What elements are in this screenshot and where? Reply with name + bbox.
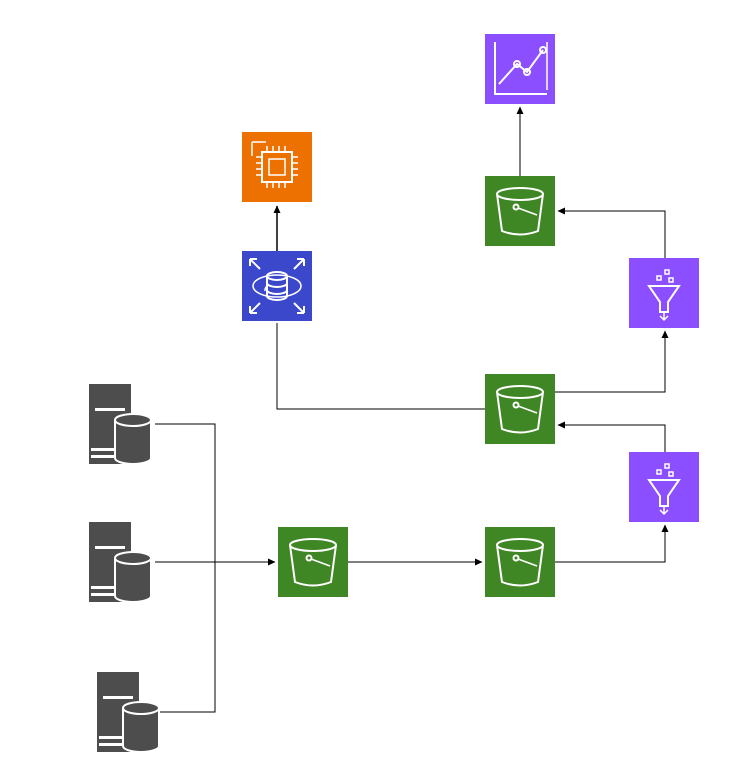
s3-ingest[interactable] [278,527,348,597]
s3-bucket-icon [496,385,544,434]
glue-funnel-icon [647,463,681,516]
ec2[interactable] [242,132,312,202]
edge-server-1-to-s3-ingest [155,423,216,562]
database-server-icon [89,384,152,465]
server-2[interactable] [89,522,152,603]
s3-bucket-icon [289,538,337,587]
ec2-background [242,132,312,202]
s3-raw[interactable] [485,527,555,597]
glue-1[interactable] [629,452,699,522]
database-server-icon [97,672,160,753]
edge-server-3-to-s3-ingest [160,562,216,713]
glue-2[interactable] [629,258,699,328]
database-server-icon [89,522,152,603]
connections [155,106,669,713]
s3-processed[interactable] [485,374,555,444]
s3-bucket-icon [496,187,544,236]
edge-glue-2-to-s3-curated [557,207,666,258]
server-1[interactable] [89,384,152,465]
s3-bucket-icon [496,538,544,587]
quicksight-chart-icon [494,42,548,95]
rds[interactable] [242,251,312,321]
edge-s3-raw-to-glue-1 [555,524,669,563]
quicksight[interactable] [485,34,555,104]
quicksight-background [485,34,555,104]
rds-database-icon [249,258,305,314]
edge-glue-1-to-s3-processed [557,421,666,452]
ec2-chip-icon [251,141,298,188]
glue-funnel-icon [647,269,681,322]
edge-s3-processed-to-glue-2 [555,330,669,393]
s3-curated[interactable] [485,176,555,246]
edge-s3-processed-to-rds [276,323,485,410]
server-3[interactable] [97,672,160,753]
